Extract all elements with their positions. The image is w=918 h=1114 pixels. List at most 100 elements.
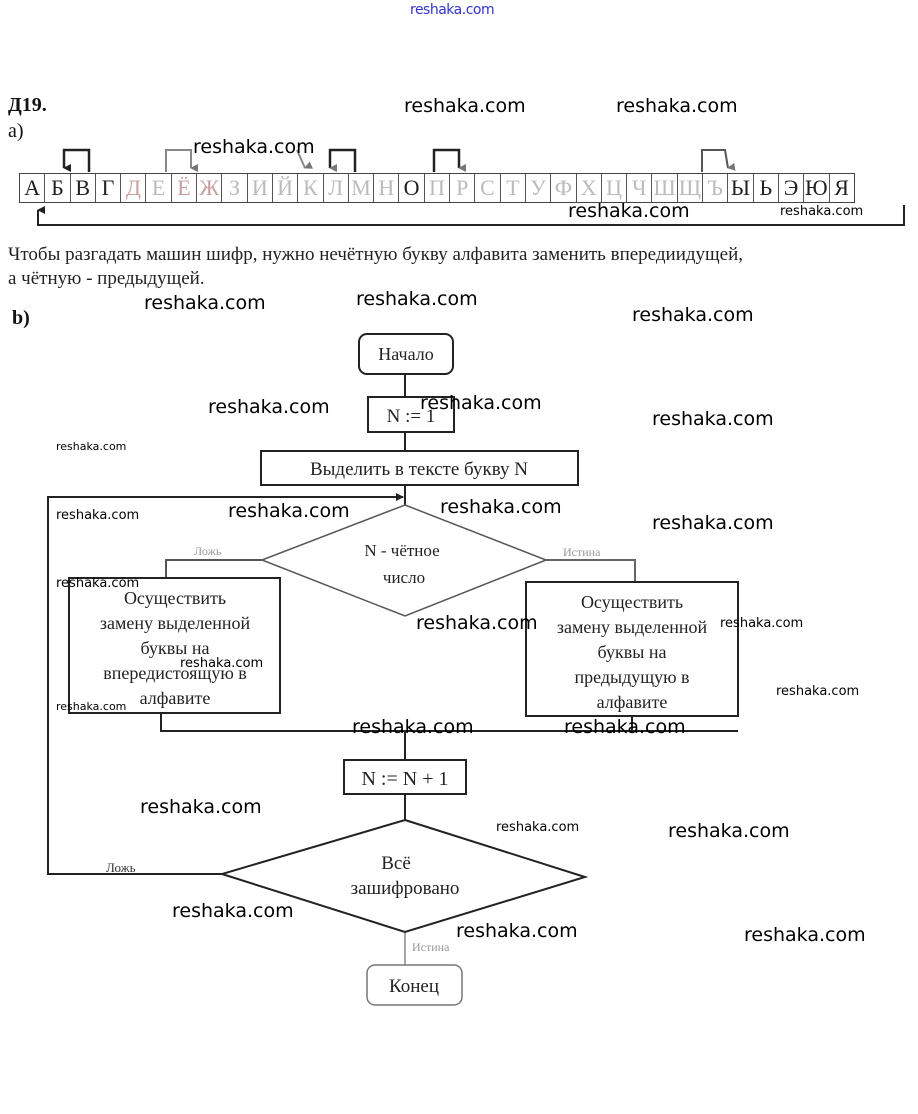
end-terminal <box>366 964 463 1006</box>
alphabet-letter: Г <box>96 174 122 202</box>
watermark: reshaka.com <box>56 700 127 713</box>
left-action-line2: замену выделенной <box>100 613 251 633</box>
watermark: reshaka.com <box>56 576 140 591</box>
watermark: reshaka.com <box>228 500 350 522</box>
alphabet-letter: Б <box>45 174 71 202</box>
right-action-line3: буквы на <box>598 642 667 662</box>
alphabet-letter: З <box>222 174 248 202</box>
connector-false-left <box>165 559 262 578</box>
watermark: reshaka.com <box>652 408 774 430</box>
alphabet-letter: Э <box>779 174 805 202</box>
watermark: reshaka.com <box>668 820 790 842</box>
arrow-l-to-k <box>328 148 357 172</box>
right-action-line1: Осуществить <box>581 592 683 612</box>
alphabet-letter: Ы <box>728 174 754 202</box>
alphabet-letter: Я <box>834 175 849 200</box>
watermark: reshaka.com <box>56 440 127 453</box>
watermark: reshaka.com <box>780 204 864 219</box>
connector-true-right <box>546 559 636 582</box>
arrow-e-to-yo <box>165 149 198 172</box>
watermark: reshaka.com <box>496 820 580 835</box>
arrow-sh-to-shch <box>701 149 736 172</box>
increment-label: N := N + 1 <box>361 768 448 790</box>
alphabet-letter: Ю <box>805 174 830 202</box>
watermark: reshaka.com <box>144 292 266 314</box>
right-action-line4: предыдущую в <box>574 667 689 687</box>
arrow-ya-to-a <box>37 205 905 226</box>
alphabet-letter: Р <box>450 174 476 202</box>
right-action-process <box>525 581 739 717</box>
site-watermark-header[interactable]: reshaka.com <box>410 2 495 18</box>
parity-decision <box>259 504 549 617</box>
alphabet-letter: Ж <box>197 174 223 202</box>
alphabet-letter: Ъ <box>703 174 729 202</box>
alphabet-letter: О <box>399 174 425 202</box>
init-process <box>367 396 455 433</box>
left-action-line3: буквы на <box>141 638 210 658</box>
alphabet-letter: С <box>475 174 501 202</box>
alphabet-letter: Й <box>273 174 299 202</box>
watermark: reshaka.com <box>356 288 478 310</box>
start-label: Начало <box>378 344 433 364</box>
left-action-text: Осуществить замену выделенной буквы на в… <box>100 588 251 708</box>
alphabet-letter: Щ <box>678 174 704 202</box>
watermark: reshaka.com <box>140 796 262 818</box>
alphabet-letter: Д <box>121 174 147 202</box>
alphabet-letter: В <box>71 174 96 202</box>
watermark: reshaka.com <box>440 496 562 518</box>
alphabet-letter: Ч <box>627 174 653 202</box>
loop-false-label: Ложь <box>106 860 136 875</box>
part-b-label: b) <box>12 307 30 329</box>
false-branch-label: Ложь <box>194 544 222 558</box>
select-label: Выделить в тексте букву N <box>310 459 528 480</box>
explanation-text: Чтобы разгадать машин шифр, нужно нечётн… <box>8 243 908 291</box>
alphabet-letter: Ё <box>172 174 198 202</box>
parity-condition-line2: число <box>383 568 425 587</box>
arrow-v-to-b <box>62 148 91 172</box>
watermark: reshaka.com <box>564 716 686 738</box>
start-terminal <box>358 333 454 375</box>
watermark: reshaka.com <box>180 656 264 671</box>
watermark: reshaka.com <box>776 684 860 699</box>
loop-true-label: Истина <box>412 940 450 954</box>
left-action-line5: алфавите <box>140 688 211 708</box>
explanation-line-1: Чтобы разгадать машин шифр, нужно нечётн… <box>8 244 744 265</box>
watermark: reshaka.com <box>744 924 866 946</box>
all-encrypted-decision <box>218 818 589 934</box>
true-branch-label: Истина <box>563 545 601 559</box>
alphabet-letter: А <box>20 174 46 202</box>
right-action-line5: алфавите <box>597 692 668 712</box>
problem-number: Д19. <box>8 94 47 116</box>
watermark: reshaka.com <box>720 616 804 631</box>
left-action-line1: Осуществить <box>124 588 226 608</box>
init-label: N := 1 <box>387 406 436 427</box>
alphabet-letter: Л <box>324 174 349 202</box>
alphabet-letter: И <box>248 174 273 202</box>
arrow-i-to-j <box>296 149 314 169</box>
select-process <box>260 450 579 486</box>
alphabet-letter: Н <box>374 174 400 202</box>
end-label: Конец <box>389 976 439 997</box>
alphabet-letter: М <box>349 174 375 202</box>
alphabet-letter: Ь <box>754 174 779 202</box>
alphabet-letter: Е <box>146 174 172 202</box>
alphabet-letter: К <box>298 174 324 202</box>
watermark: reshaka.com <box>632 304 754 326</box>
explanation-line-2: а чётную - предыдущей. <box>8 268 205 289</box>
watermark: reshaka.com <box>352 716 474 738</box>
watermark: reshaka.com <box>652 512 774 534</box>
alphabet-letter: Ш <box>652 174 678 202</box>
right-action-line2: замену выделенной <box>557 617 708 637</box>
watermark: reshaka.com <box>208 396 330 418</box>
part-a-label: a) <box>8 120 24 142</box>
connector-merge <box>160 713 738 732</box>
alphabet-arrows <box>37 148 905 226</box>
alphabet-letter: Х <box>577 174 602 202</box>
watermark: reshaka.com <box>456 920 578 942</box>
watermark: reshaka.com <box>420 392 542 414</box>
alphabet-letter: Ц <box>602 174 628 202</box>
all-encrypted-line1: Всё <box>381 853 411 874</box>
alphabet-letter: П <box>425 174 451 202</box>
alphabet-letter: У <box>526 174 552 202</box>
loop-back-line <box>47 493 404 875</box>
